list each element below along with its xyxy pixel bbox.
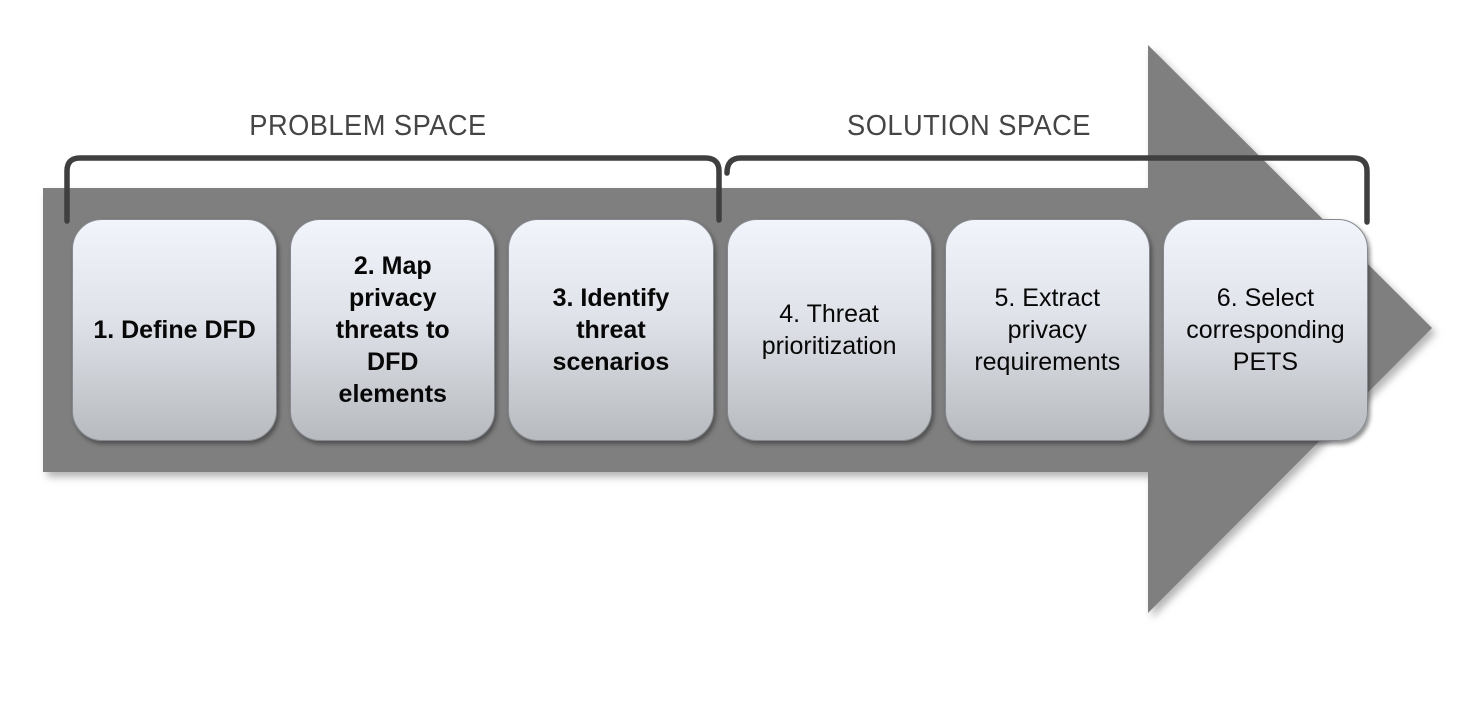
solution-space-bracket	[724, 155, 1370, 225]
step-label-1: 1. Define DFD	[93, 316, 256, 344]
problem-space-bracket	[64, 155, 722, 224]
step-box-2: 2. Map privacy threats to DFD elements	[290, 219, 496, 441]
step-box-3: 3. Identify threat scenarios	[508, 219, 714, 441]
step-label-6: 6. Select corresponding PETS	[1186, 284, 1345, 376]
step-box-5: 5. Extract privacy requirements	[944, 219, 1150, 441]
step-box-6: 6. Select corresponding PETS	[1162, 219, 1369, 441]
step-label-3: 3. Identify threat scenarios	[552, 284, 670, 376]
process-steps-row: 1. Define DFD 2. Map privacy threats to …	[72, 219, 1369, 441]
step-box-1: 1. Define DFD	[72, 219, 278, 441]
step-label-2: 2. Map privacy threats to DFD elements	[335, 252, 450, 408]
step-box-4: 4. Threat prioritization	[726, 219, 932, 441]
step-label-4: 4. Threat prioritization	[761, 300, 897, 360]
solution-space-label: SOLUTION SPACE	[847, 110, 1091, 142]
step-label-5: 5. Extract privacy requirements	[974, 284, 1121, 376]
problem-space-label: PROBLEM SPACE	[249, 110, 487, 142]
